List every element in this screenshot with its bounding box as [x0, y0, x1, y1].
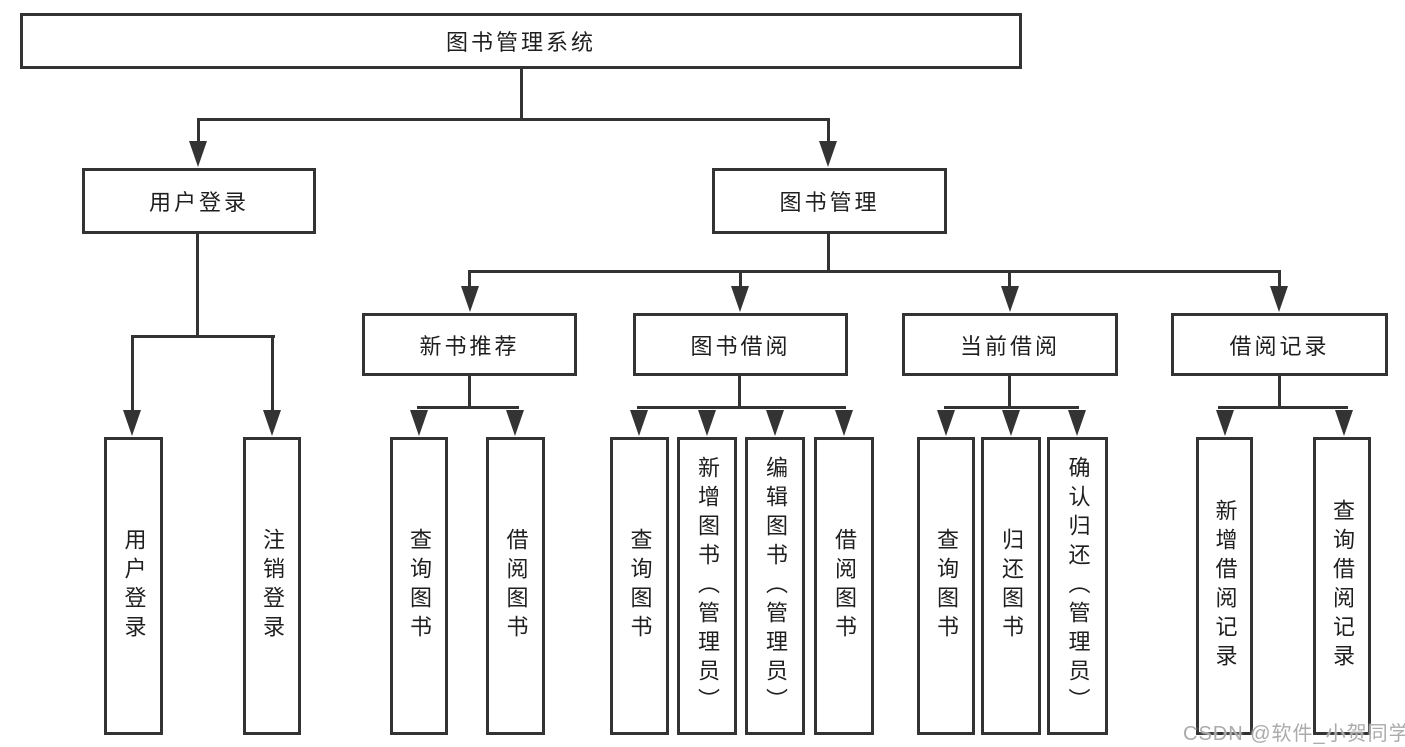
leaf-br-query-record: 查询借阅记录 — [1313, 437, 1371, 735]
connector-book-mgmt-drop-3 — [1008, 273, 1011, 288]
connector-current-vline — [1008, 376, 1011, 409]
leaf-bb-query-book-label: 查询图书 — [627, 528, 653, 644]
connector-user-login-hline — [131, 335, 275, 338]
node-borrow-record-label: 借阅记录 — [1229, 333, 1330, 359]
leaf-bb-query-book: 查询图书 — [610, 437, 669, 735]
node-root: 图书管理系统 — [20, 13, 1022, 69]
connector-root-drop-right — [827, 121, 830, 143]
connector-record-hline — [1218, 406, 1348, 409]
arrow-to-cb-query-book — [937, 410, 955, 436]
leaf-bb-edit-book: 编辑图书（管理员） — [745, 437, 805, 735]
leaf-rec-borrow-book: 借阅图书 — [486, 437, 545, 735]
connector-user-login-drop-left — [131, 338, 134, 412]
leaf-rec-borrow-book-label: 借阅图书 — [503, 528, 529, 644]
connector-current-hline — [944, 406, 1079, 409]
arrow-to-bb-edit-book — [766, 410, 784, 436]
connector-record-vline — [1278, 376, 1281, 409]
connector-user-login-vline — [196, 234, 199, 338]
connector-book-mgmt-drop-4 — [1278, 273, 1281, 288]
node-user-login: 用户登录 — [82, 168, 316, 234]
leaf-cb-return-book: 归还图书 — [981, 437, 1041, 735]
arrow-to-borrow-record — [1270, 286, 1288, 312]
leaf-user-login-label: 用户登录 — [121, 528, 147, 644]
leaf-br-query-record-label: 查询借阅记录 — [1330, 499, 1355, 673]
leaf-cb-confirm-return: 确认归还（管理员） — [1047, 437, 1108, 735]
node-book-borrow-label: 图书借阅 — [690, 333, 791, 359]
arrow-to-current-borrow — [1001, 286, 1019, 312]
leaf-bb-borrow-book-label: 借阅图书 — [832, 528, 857, 644]
arrow-to-bb-add-book — [698, 410, 716, 436]
arrow-to-book-borrow — [731, 286, 749, 312]
connector-root-hline — [197, 118, 830, 121]
connector-book-mgmt-hline — [468, 270, 1281, 273]
connector-root-drop-left — [197, 121, 200, 143]
arrow-to-br-add-record — [1216, 410, 1234, 436]
connector-borrow-vline — [738, 376, 741, 409]
arrow-to-user-login — [189, 141, 207, 167]
node-current-borrow: 当前借阅 — [902, 313, 1118, 376]
arrow-to-new-book-recommend — [461, 286, 479, 312]
leaf-cb-confirm-return-label: 确认归还（管理员） — [1065, 455, 1091, 717]
leaf-logout-label: 注销登录 — [260, 528, 285, 644]
arrow-to-bb-query-book — [630, 410, 648, 436]
arrow-to-rec-query-book — [410, 410, 428, 436]
arrow-to-leaf-logout — [263, 410, 281, 436]
csdn-watermark: CSDN @软件_小贺同学 — [1183, 723, 1405, 745]
leaf-user-login: 用户登录 — [104, 437, 163, 735]
leaf-cb-return-book-label: 归还图书 — [999, 528, 1024, 644]
node-book-management: 图书管理 — [712, 168, 947, 234]
node-book-management-label: 图书管理 — [779, 190, 880, 215]
arrow-to-cb-confirm-return — [1068, 410, 1086, 436]
leaf-bb-add-book: 新增图书（管理员） — [677, 437, 737, 735]
leaf-cb-query-book-label: 查询图书 — [934, 528, 959, 644]
connector-root-vline — [520, 68, 523, 121]
leaf-bb-edit-book-label: 编辑图书（管理员） — [763, 455, 788, 717]
arrow-to-br-query-record — [1335, 410, 1353, 436]
connector-recommend-hline — [417, 406, 519, 409]
connector-book-mgmt-drop-1 — [468, 273, 471, 288]
node-current-borrow-label: 当前借阅 — [959, 333, 1060, 359]
connector-book-mgmt-drop-2 — [739, 273, 742, 288]
leaf-cb-query-book: 查询图书 — [917, 437, 975, 735]
node-user-login-label: 用户登录 — [148, 190, 249, 215]
node-root-label: 图书管理系统 — [445, 30, 596, 55]
arrow-to-rec-borrow-book — [506, 410, 524, 436]
arrow-to-book-management — [819, 141, 837, 167]
connector-recommend-vline — [468, 376, 471, 409]
leaf-br-add-record-label: 新增借阅记录 — [1212, 499, 1238, 673]
node-new-book-recommend-label: 新书推荐 — [419, 333, 520, 359]
leaf-logout: 注销登录 — [243, 437, 301, 735]
node-borrow-record: 借阅记录 — [1171, 313, 1388, 376]
leaf-bb-borrow-book: 借阅图书 — [814, 437, 874, 735]
node-new-book-recommend: 新书推荐 — [362, 313, 577, 376]
arrow-to-bb-borrow-book — [835, 410, 853, 436]
connector-borrow-hline — [637, 406, 846, 409]
leaf-rec-query-book-label: 查询图书 — [407, 528, 432, 644]
arrow-to-leaf-user-login — [123, 410, 141, 436]
leaf-bb-add-book-label: 新增图书（管理员） — [695, 455, 720, 717]
connector-book-mgmt-vline — [827, 234, 830, 273]
leaf-br-add-record: 新增借阅记录 — [1196, 437, 1253, 735]
leaf-rec-query-book: 查询图书 — [390, 437, 448, 735]
node-book-borrow: 图书借阅 — [633, 313, 848, 376]
arrow-to-cb-return-book — [1002, 410, 1020, 436]
connector-user-login-drop-right — [271, 338, 274, 412]
